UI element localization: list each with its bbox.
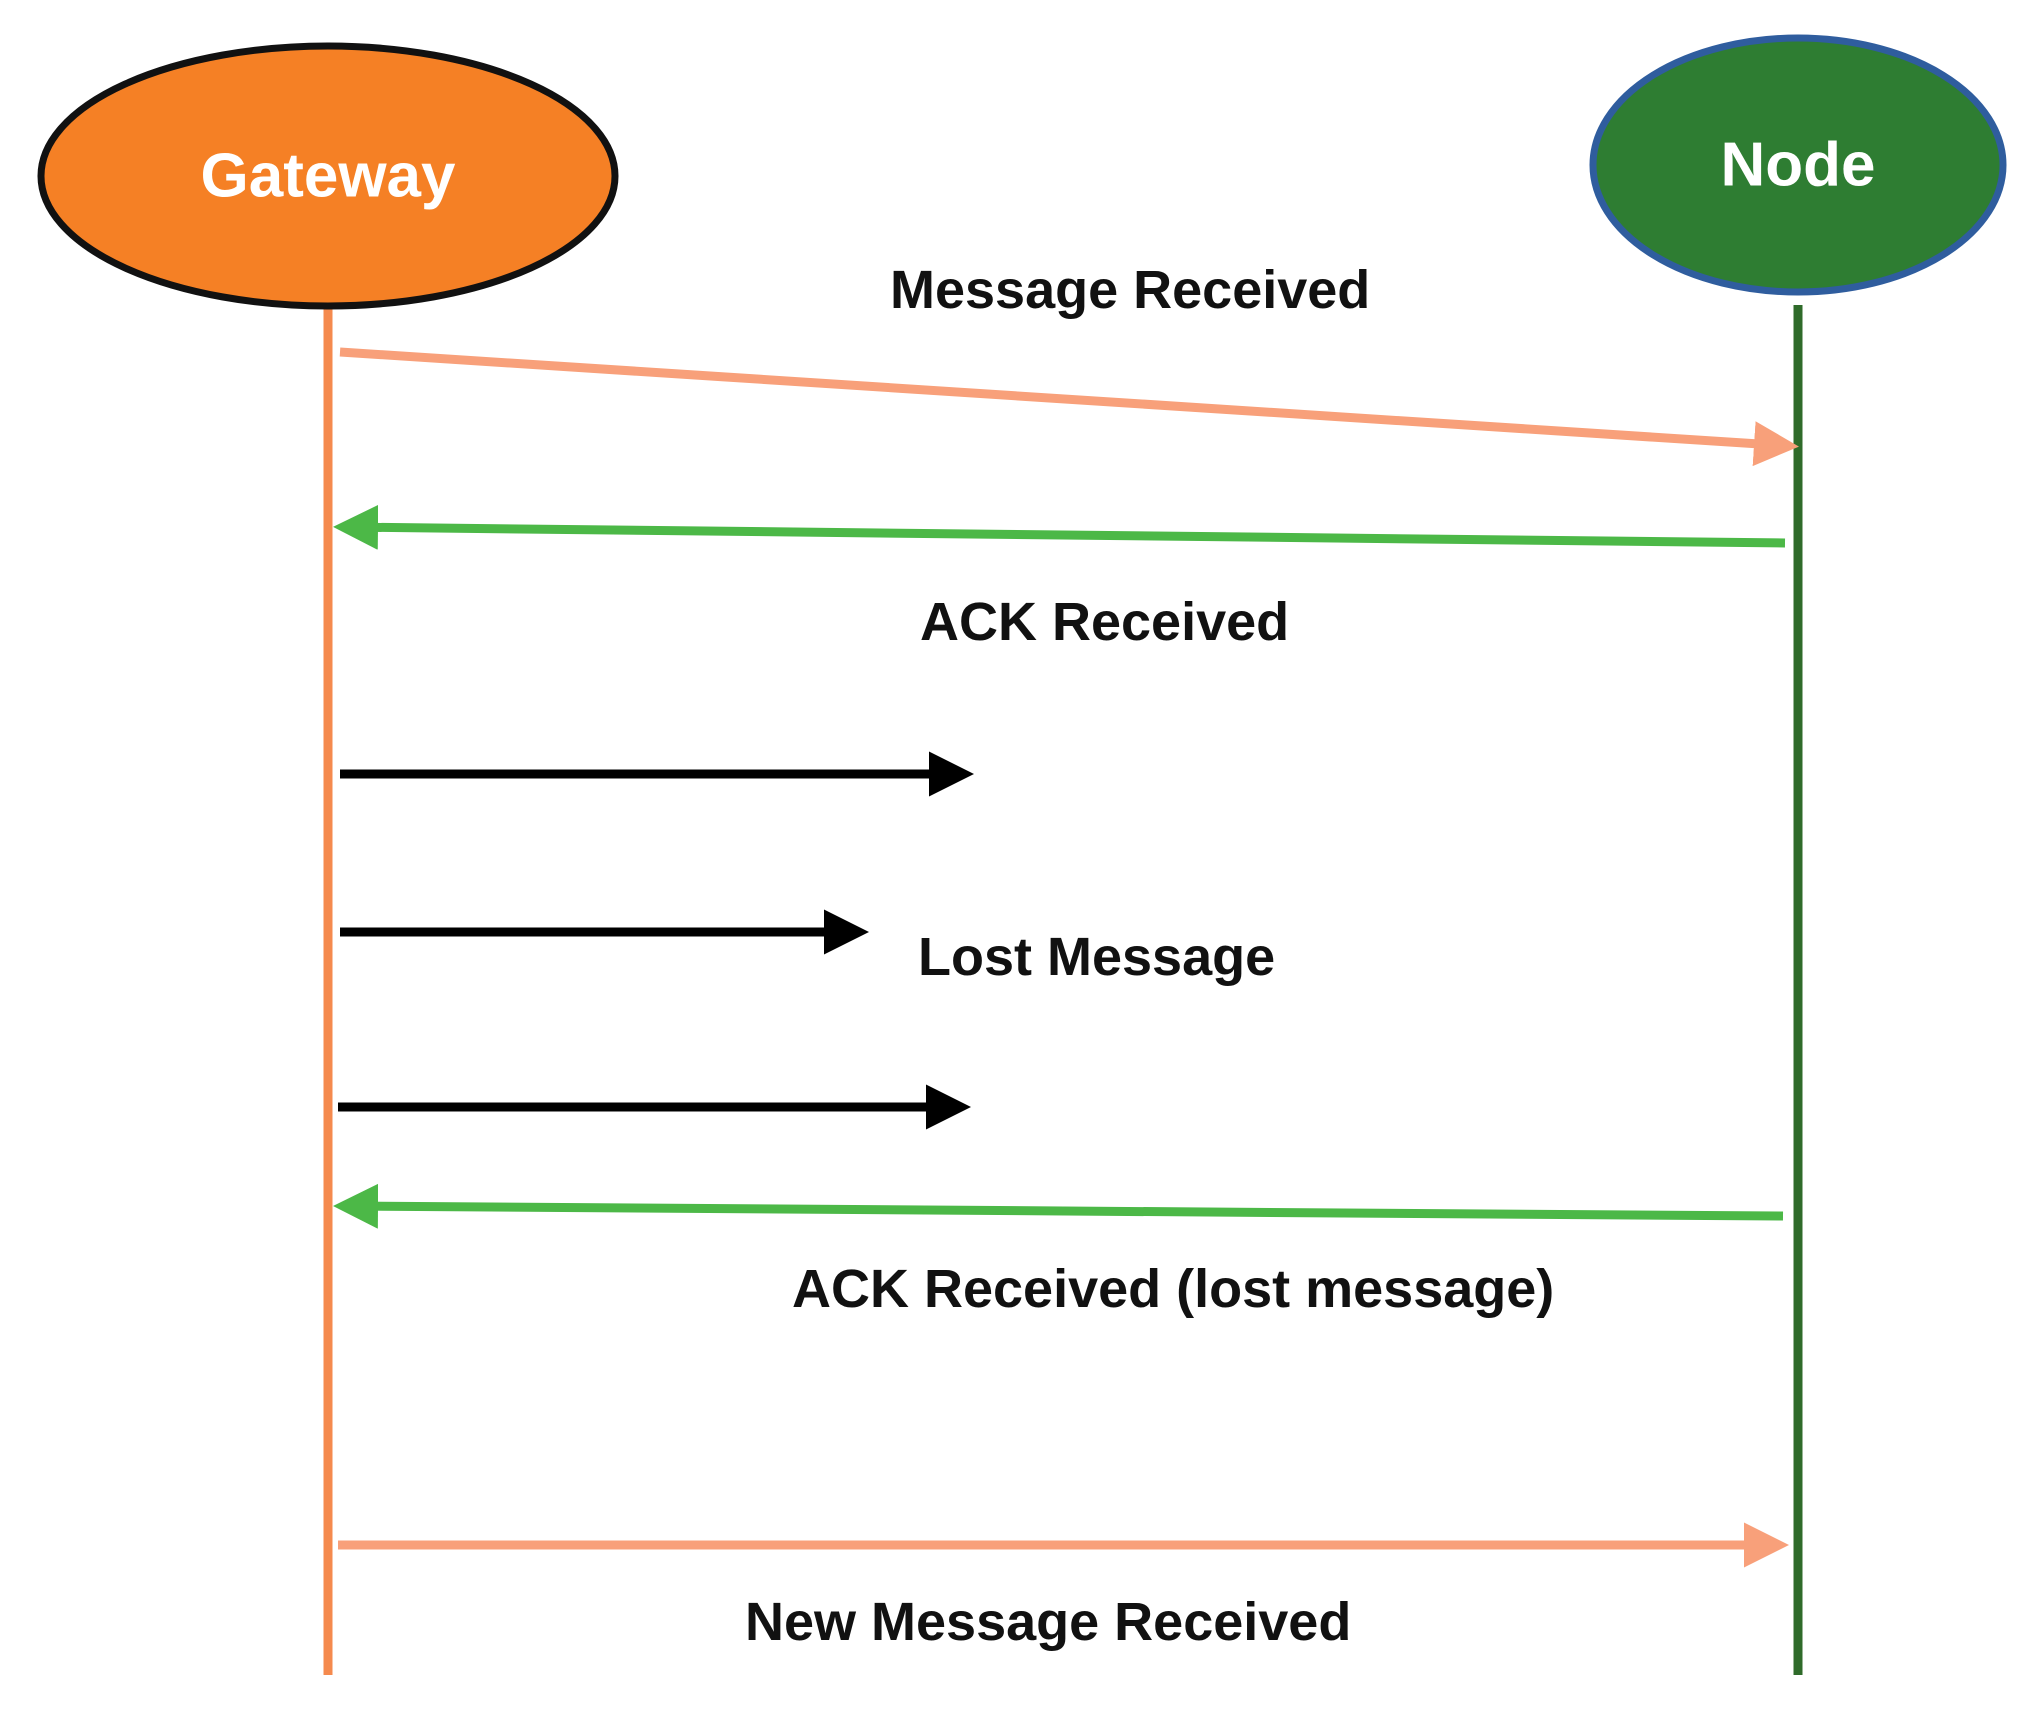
node-ellipse (1589, 34, 2007, 296)
gateway-label: Gateway (200, 142, 456, 211)
node-label: Node (1721, 131, 1876, 200)
message-label-7: New Message Received (745, 1592, 1351, 1652)
message-label-1: Message Received (890, 260, 1370, 320)
message-label-4: Lost Message (918, 927, 1275, 987)
message-label-6: ACK Received (lost message) (792, 1259, 1554, 1319)
ack-arrow-1 (333, 504, 1786, 550)
message-label-2: ACK Received (920, 592, 1289, 652)
message-arrow-1 (339, 347, 1799, 467)
node-actor: Node (1589, 34, 2007, 296)
gateway-actor: Gateway (37, 42, 619, 310)
gateway-ellipse (37, 42, 619, 310)
ack-arrow-2 (333, 1183, 1784, 1229)
